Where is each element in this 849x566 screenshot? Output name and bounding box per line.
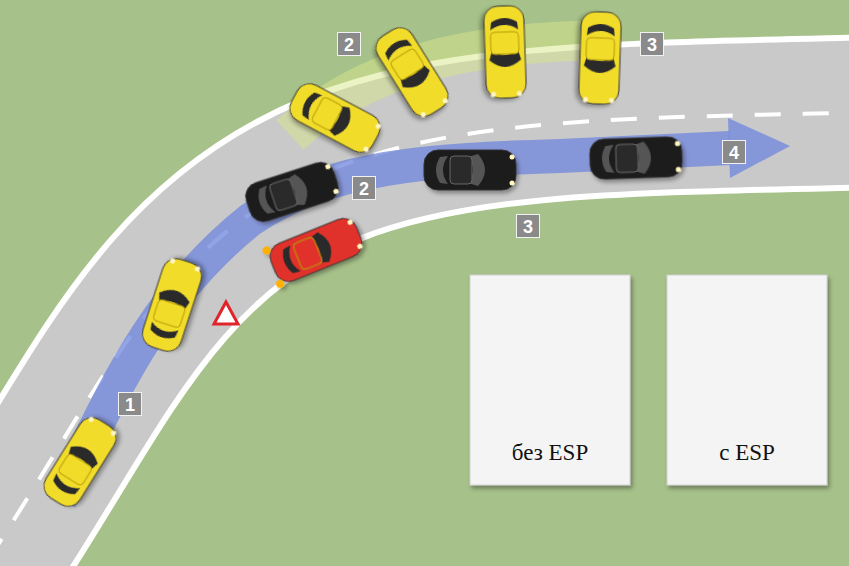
car [139,255,205,355]
callout-number: 1 [118,392,142,416]
car [589,136,682,179]
car [39,412,122,511]
lane-line [0,112,849,566]
legend-text: без ESP [475,440,625,466]
car [261,212,366,289]
legend-text: с ESP [672,440,822,466]
road-edge [0,112,849,566]
callout-number: 3 [640,32,664,56]
car [424,150,516,190]
esp-path-arrow [60,148,730,500]
car [242,159,342,225]
car [285,79,385,158]
car [371,22,454,121]
callout-number: 4 [722,140,746,164]
road [0,112,849,566]
warning-triangle [214,302,238,324]
legend-panel [667,275,827,485]
callout-number: 2 [352,176,376,200]
callout-number: 3 [516,214,540,238]
legend-panel [470,275,630,485]
callout-number: 2 [337,32,361,56]
car [483,5,526,98]
car [578,11,621,104]
